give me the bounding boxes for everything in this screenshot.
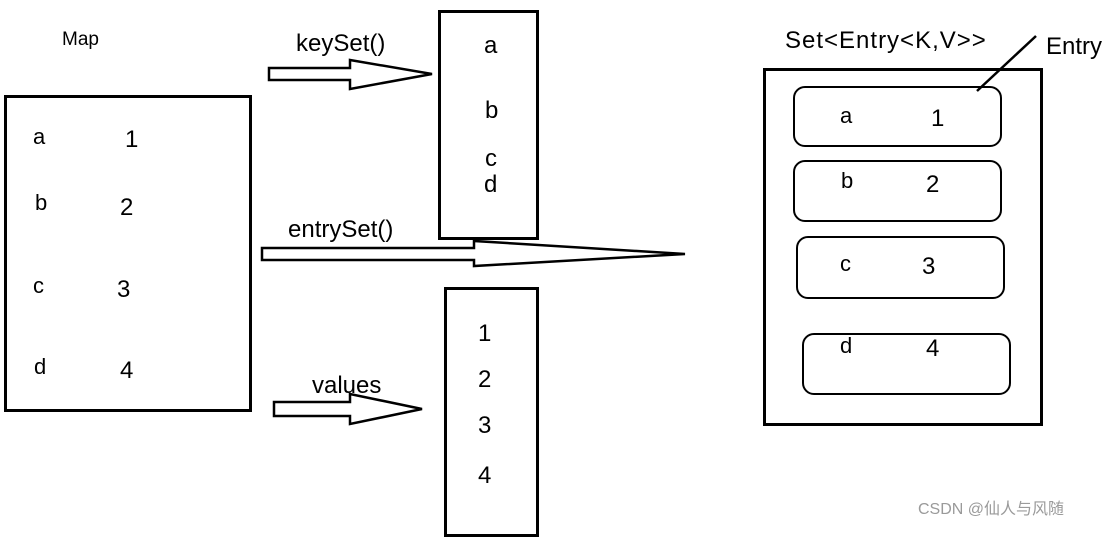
keyset-item-c: c xyxy=(485,145,497,172)
entryset-label: entrySet() xyxy=(288,216,394,243)
values-arrow xyxy=(272,392,423,426)
entry-c-key: c xyxy=(840,251,851,276)
watermark: CSDN @仙人与风随 xyxy=(918,501,1065,518)
keyset-item-d: d xyxy=(484,171,498,198)
map-value-4: 4 xyxy=(120,357,134,384)
entryset-title: Set<Entry<K,V>> xyxy=(785,27,987,54)
values-item-1: 1 xyxy=(478,320,492,347)
entry-d-key: d xyxy=(840,333,853,358)
entry-b xyxy=(793,160,1002,222)
entry-d-value: 4 xyxy=(926,335,940,362)
entry-a-key: a xyxy=(840,103,853,128)
values-item-3: 3 xyxy=(478,412,492,439)
map-key-c: c xyxy=(33,273,44,298)
keyset-item-a: a xyxy=(484,32,498,59)
keyset-box xyxy=(438,10,539,240)
values-item-4: 4 xyxy=(478,462,492,489)
keyset-item-b: b xyxy=(485,97,499,124)
entry-pointer-line xyxy=(976,35,1037,92)
entry-a-value: 1 xyxy=(931,105,945,132)
map-key-b: b xyxy=(35,190,48,215)
map-box xyxy=(4,95,252,412)
entry-b-value: 2 xyxy=(926,171,940,198)
entry-a xyxy=(793,86,1002,147)
keyset-label: keySet() xyxy=(296,30,386,57)
map-value-2: 2 xyxy=(120,194,134,221)
map-value-3: 3 xyxy=(117,276,131,303)
map-title: Map xyxy=(62,29,99,50)
map-value-1: 1 xyxy=(125,126,139,153)
entry-pointer-label: Entry xyxy=(1046,33,1103,60)
entry-c-value: 3 xyxy=(922,253,936,280)
entryset-box xyxy=(763,68,1043,426)
entryset-arrow xyxy=(260,239,686,268)
values-item-2: 2 xyxy=(478,366,492,393)
values-label: values xyxy=(312,372,382,399)
map-key-d: d xyxy=(34,354,47,379)
entry-c xyxy=(796,236,1005,299)
entry-b-key: b xyxy=(841,168,854,193)
map-key-a: a xyxy=(33,124,46,149)
entry-d xyxy=(802,333,1011,395)
keyset-arrow xyxy=(267,58,433,91)
